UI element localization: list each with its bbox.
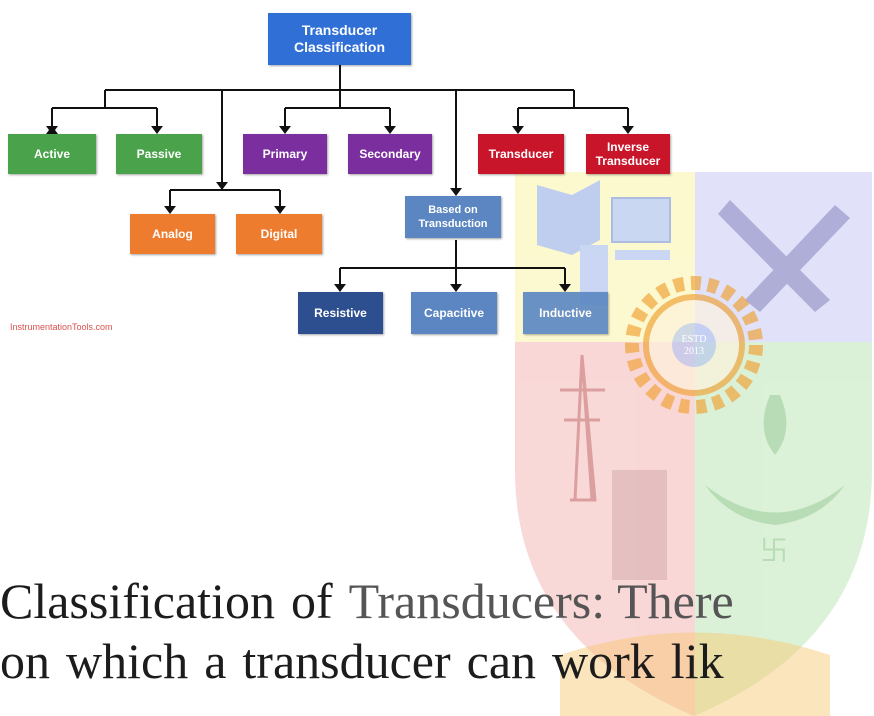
gear-icon <box>625 276 763 414</box>
node-resistive: Resistive <box>298 292 383 334</box>
source-credit: InstrumentationTools.com <box>10 322 113 332</box>
word: There <box>617 573 734 629</box>
word: on <box>0 633 50 689</box>
building-icon <box>612 470 667 580</box>
emblem-year: 2013 <box>684 346 704 357</box>
node-primary: Primary <box>243 134 327 174</box>
book-icon <box>537 180 600 255</box>
node-digital: Digital <box>236 214 322 254</box>
word: of <box>290 573 333 629</box>
node-transducer: Transducer <box>478 134 564 174</box>
node-secondary: Secondary <box>348 134 432 174</box>
hammer-icon <box>745 205 850 312</box>
word: transducer <box>242 633 451 689</box>
word: lik <box>670 633 724 689</box>
node-passive: Passive <box>116 134 202 174</box>
lamp-flame-icon <box>763 395 787 455</box>
swastika-symbol: 卐 <box>760 534 788 567</box>
word: Transducers: <box>348 573 606 629</box>
paragraph-line-1: Classification of Transducers:There <box>0 572 734 630</box>
node-capacitive: Capacitive <box>411 292 497 334</box>
oil-lamp-icon <box>705 485 845 525</box>
node-active: Active <box>8 134 96 174</box>
node-analog: Analog <box>130 214 215 254</box>
power-tower-icon <box>570 354 597 502</box>
computer-icon <box>611 197 671 243</box>
spanner-icon <box>718 200 830 312</box>
word: which <box>66 633 189 689</box>
word: can <box>466 633 537 689</box>
word: Classification <box>0 573 275 629</box>
word: work <box>552 633 655 689</box>
word: a <box>204 633 227 689</box>
node-inductive: Inductive <box>523 292 608 334</box>
emblem-estd: ESTD <box>682 334 707 345</box>
emblem-ribbon <box>560 632 830 716</box>
